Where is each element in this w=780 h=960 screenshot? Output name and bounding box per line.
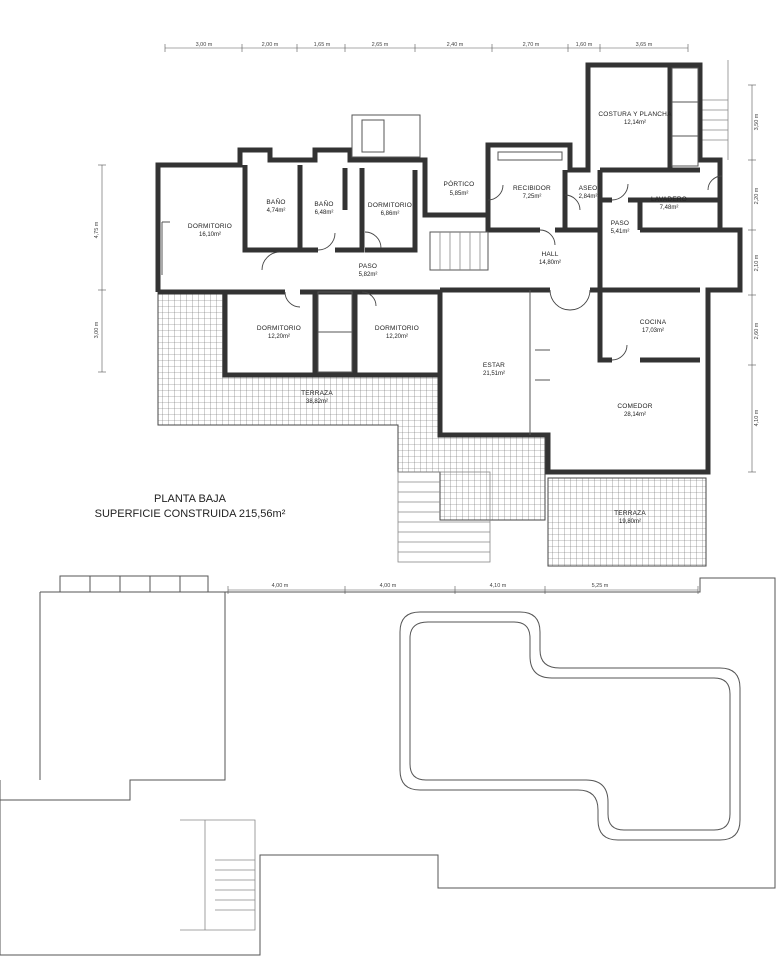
room-dormitorio-3-area: 12,20m² — [268, 334, 290, 340]
top-dimension-line: 3,00 m 2,00 m 1,65 m 2,65 m 2,40 m 2,70 … — [164, 42, 689, 52]
title-line-1: PLANTA BAJA — [154, 493, 227, 505]
room-comedor-area: 28,14m² — [624, 412, 646, 418]
top-dim-4: 2,65 m — [372, 42, 389, 48]
room-costura-area: 12,14m² — [624, 120, 646, 126]
right-dim-3: 2,10 m — [754, 254, 760, 271]
room-recibidor-name: RECIBIDOR — [513, 185, 551, 192]
plan-title: PLANTA BAJA SUPERFICIE CONSTRUIDA 215,56… — [95, 493, 286, 520]
left-dim-2: 3,00 m — [94, 321, 100, 338]
left-dimension-line: 4,75 m 3,00 m — [94, 164, 106, 373]
top-dim-7: 1,60 m — [576, 42, 593, 48]
room-paso-2-area: 5,82m² — [359, 272, 378, 278]
room-paso-2-name: PASO — [359, 263, 377, 270]
left-dim-1: 4,75 m — [94, 221, 100, 238]
room-dormitorio-1-area: 16,10m² — [199, 232, 221, 238]
title-line-2: SUPERFICIE CONSTRUIDA 215,56m² — [95, 508, 286, 520]
room-cocina-area: 17,03m² — [642, 328, 664, 334]
room-estar-area: 21,51m² — [483, 371, 505, 377]
right-dim-4: 2,60 m — [754, 322, 760, 339]
room-paso-1-area: 5,41m² — [611, 229, 630, 235]
room-aseo-area: 2,84m² — [579, 194, 598, 200]
interior-details — [161, 67, 699, 435]
right-dim-1: 3,50 m — [754, 113, 760, 130]
room-bano-1-area: 4,74m² — [267, 208, 286, 214]
room-terraza-1-name: TERRAZA — [301, 390, 333, 397]
top-dim-3: 1,65 m — [314, 42, 331, 48]
room-costura-name: COSTURA Y PLANCHA — [598, 111, 672, 118]
doors — [261, 175, 723, 361]
exterior-stairs-upper — [700, 60, 729, 160]
right-dim-5: 4,10 m — [754, 409, 760, 426]
room-estar-name: ESTAR — [483, 362, 505, 369]
room-portico-name: PÓRTICO — [444, 179, 475, 188]
room-dormitorio-4-name: DORMITORIO — [375, 325, 419, 332]
room-hall-area: 14,80m² — [539, 260, 561, 266]
top-dim-1: 3,00 m — [196, 42, 213, 48]
room-terraza-2-name: TERRAZA — [614, 510, 646, 517]
room-bano-1-name: BAÑO — [266, 197, 285, 206]
room-portico-area: 5,85m² — [450, 191, 469, 197]
top-dim-5: 2,40 m — [447, 42, 464, 48]
room-dormitorio-2-area: 6,86m² — [381, 211, 400, 217]
pool-dim-2: 4,00 m — [380, 583, 397, 589]
top-dim-8: 3,65 m — [636, 42, 653, 48]
right-dimension-line: 3,50 m 2,20 m 2,10 m 2,60 m 4,10 m — [748, 84, 760, 473]
room-aseo-name: ASEO — [579, 185, 598, 192]
room-dormitorio-4-area: 12,20m² — [386, 334, 408, 340]
exterior-stairs-lower — [397, 471, 491, 563]
pool-dimension-line: 4,00 m 4,00 m 4,10 m 5,25 m — [227, 583, 699, 594]
room-bano-2-area: 6,48m² — [315, 210, 334, 216]
site-outline — [0, 575, 776, 956]
top-dim-6: 2,70 m — [523, 42, 540, 48]
terraza-2-area — [547, 477, 707, 567]
room-hall-name: HALL — [541, 251, 558, 258]
pool-dim-3: 4,10 m — [490, 583, 507, 589]
top-dim-2: 2,00 m — [262, 42, 279, 48]
pool-dim-4: 5,25 m — [592, 583, 609, 589]
room-lavadero-name: LAVADERO — [651, 196, 687, 203]
swimming-pool — [399, 611, 741, 841]
pool-dim-1: 4,00 m — [272, 583, 289, 589]
room-recibidor-area: 7,25m² — [523, 194, 542, 200]
right-dim-2: 2,20 m — [754, 187, 760, 204]
room-dormitorio-1-name: DORMITORIO — [188, 223, 232, 230]
room-paso-1-name: PASO — [611, 220, 629, 227]
room-labels: DORMITORIO 16,10m² BAÑO 4,74m² BAÑO 6,48… — [188, 111, 687, 525]
room-comedor-name: COMEDOR — [617, 403, 652, 410]
room-terraza-2-area: 19,80m² — [619, 519, 641, 525]
room-dormitorio-3-name: DORMITORIO — [257, 325, 301, 332]
room-terraza-1-area: 38,82m² — [306, 399, 328, 405]
room-cocina-name: COCINA — [640, 319, 667, 326]
room-dormitorio-2-name: DORMITORIO — [368, 202, 412, 209]
room-lavadero-area: 7,48m² — [660, 205, 679, 211]
room-bano-2-name: BAÑO — [314, 199, 333, 208]
